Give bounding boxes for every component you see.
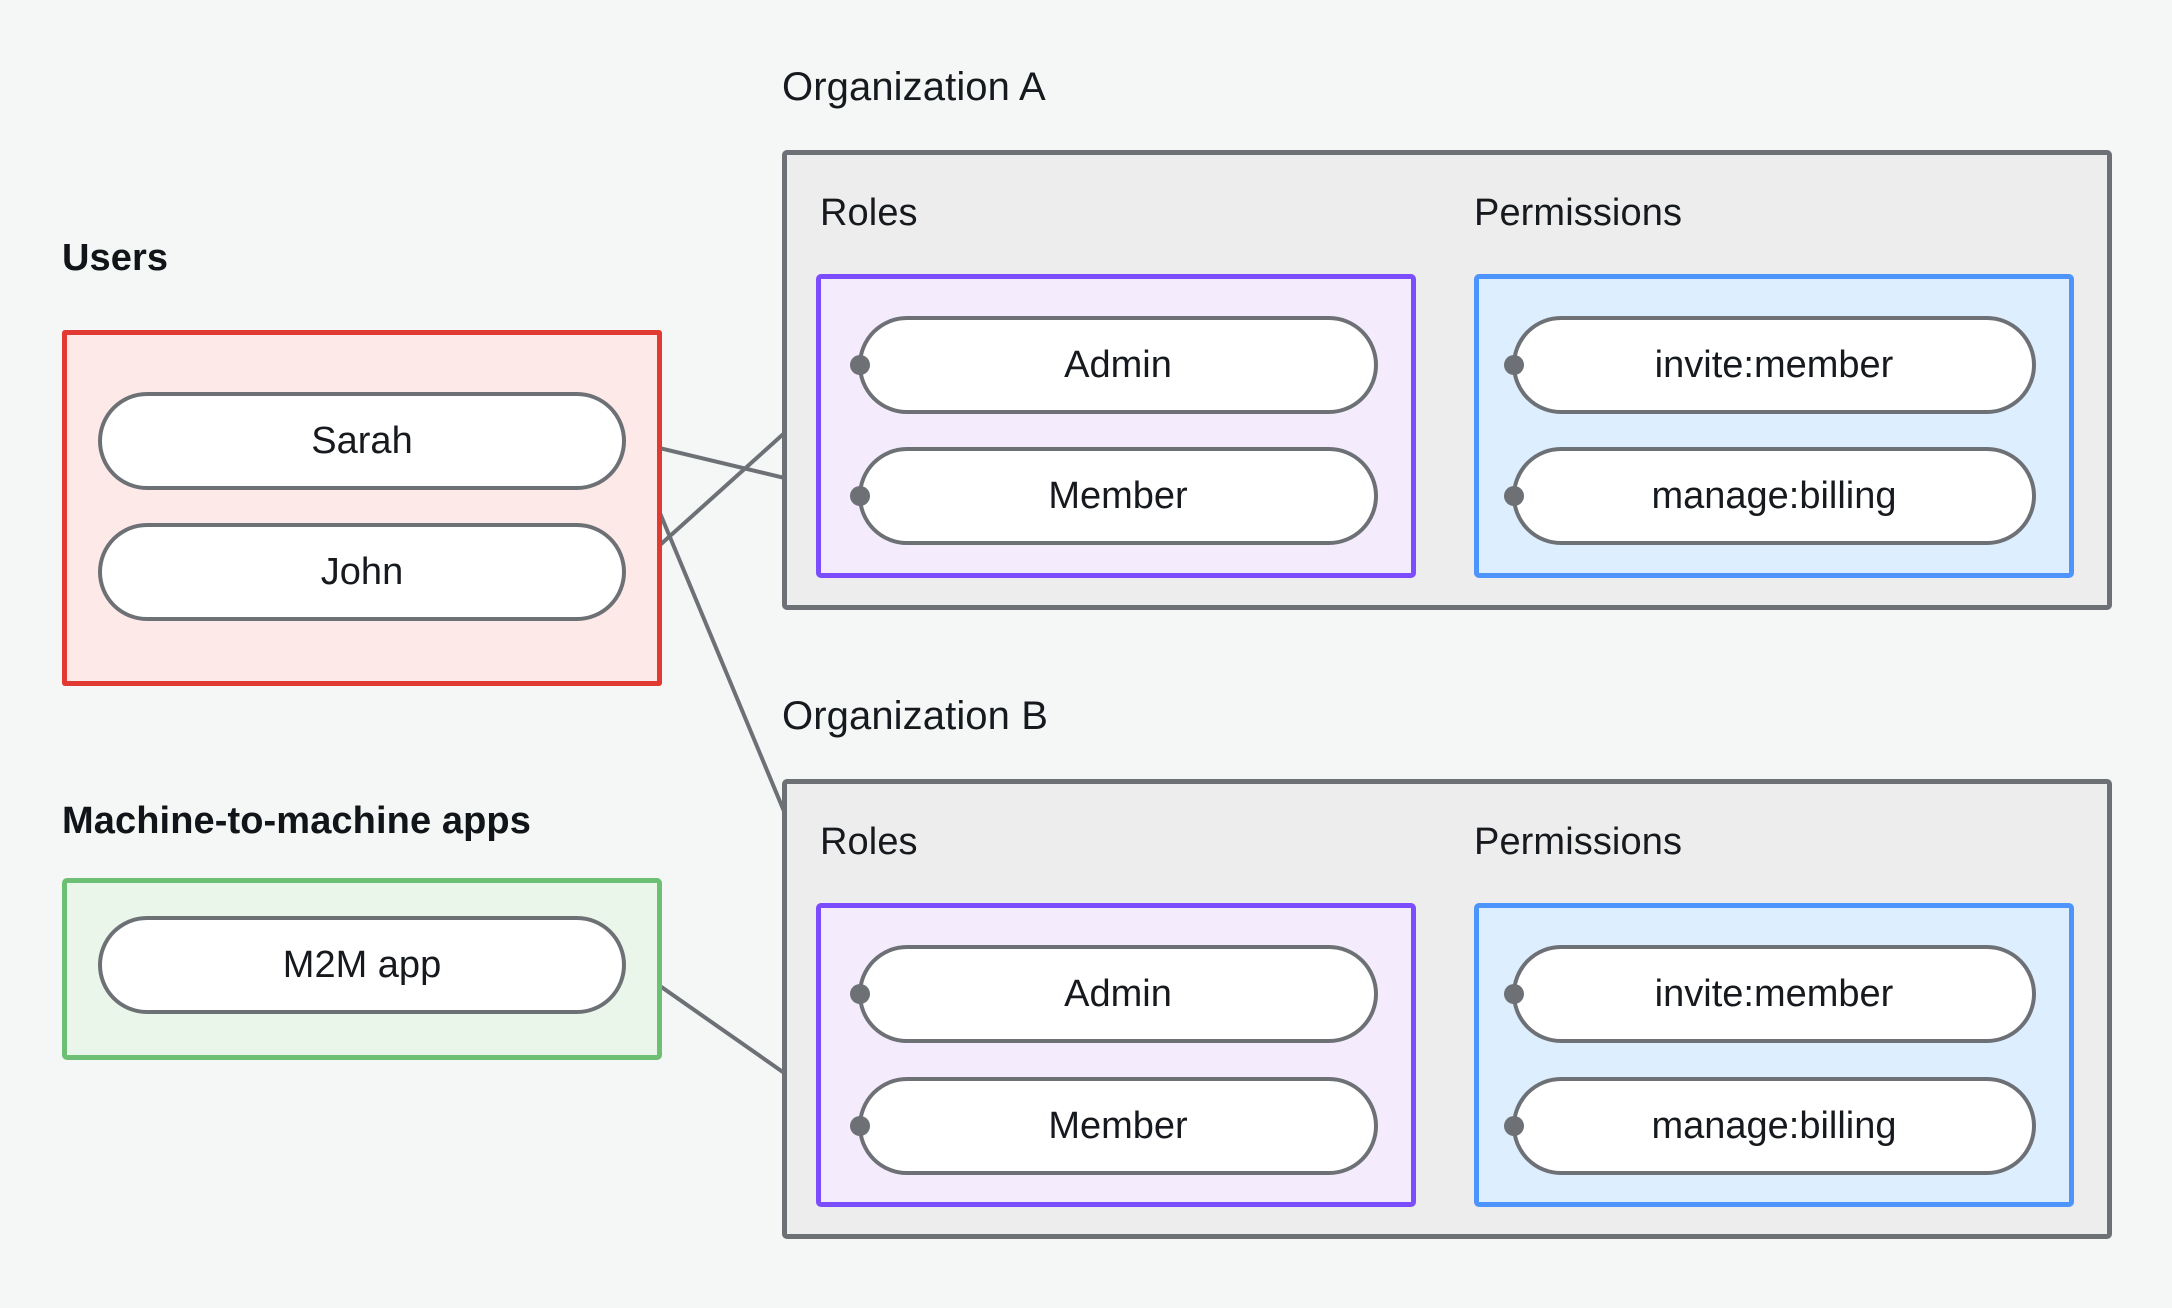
org-b-role-member-anchor-dot xyxy=(850,1116,870,1136)
org-b-role-admin-anchor-dot xyxy=(850,984,870,1004)
org-a-title: Organization A xyxy=(782,65,1046,109)
org-b-title: Organization B xyxy=(782,694,1048,738)
user-node-john[interactable]: John xyxy=(98,523,626,621)
org-a-role-node-member[interactable]: Member xyxy=(858,447,1378,545)
org-b-permission-billing-anchor-dot xyxy=(1504,1116,1524,1136)
org-b-permissions-title: Permissions xyxy=(1474,821,1683,863)
org-a-role-member-anchor-dot xyxy=(850,486,870,506)
org-a-role-admin-anchor-dot xyxy=(850,355,870,375)
org-a-permission-node-invite-member[interactable]: invite:member xyxy=(1512,316,2036,414)
users-group-title: Users xyxy=(62,237,169,279)
org-a-permission-node-manage-billing[interactable]: manage:billing xyxy=(1512,447,2036,545)
org-b-permission-invite-anchor-dot xyxy=(1504,984,1524,1004)
org-a-role-node-admin[interactable]: Admin xyxy=(858,316,1378,414)
machine-apps-group-title: Machine-to-machine apps xyxy=(62,800,531,842)
org-b-permission-node-manage-billing[interactable]: manage:billing xyxy=(1512,1077,2036,1175)
org-b-permission-node-invite-member[interactable]: invite:member xyxy=(1512,945,2036,1043)
user-node-sarah[interactable]: Sarah xyxy=(98,392,626,490)
org-a-roles-title: Roles xyxy=(820,192,918,234)
org-b-roles-title: Roles xyxy=(820,821,918,863)
org-a-permissions-title: Permissions xyxy=(1474,192,1683,234)
org-a-permission-invite-anchor-dot xyxy=(1504,355,1524,375)
org-b-role-node-member[interactable]: Member xyxy=(858,1077,1378,1175)
users-container xyxy=(62,330,662,686)
machine-app-node-m2m-app[interactable]: M2M app xyxy=(98,916,626,1014)
org-a-permission-billing-anchor-dot xyxy=(1504,486,1524,506)
org-b-role-node-admin[interactable]: Admin xyxy=(858,945,1378,1043)
